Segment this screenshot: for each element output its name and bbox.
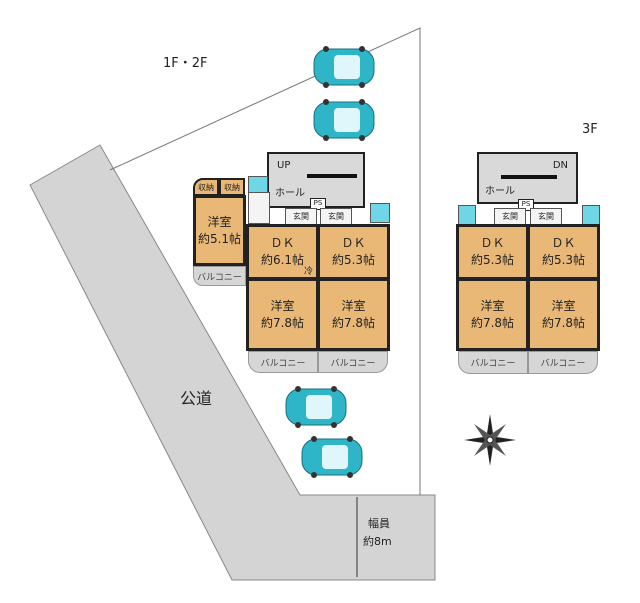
hall-label: ホール [275,188,305,199]
lot-boundary [109,27,421,495]
room-name: ＤＫ [341,236,366,250]
bathtub [582,205,600,225]
entrance-2: 玄関 [530,208,562,225]
stairs-up-label: UP [277,160,291,171]
room-size: 約5.3帖 [331,253,376,267]
room-name: ＤＫ [270,236,295,250]
room-size: 約5.3帖 [470,253,515,267]
balcony: バルコニー [248,351,318,373]
room-western-7-8: 洋室約7.8帖 [246,278,319,351]
room-name: 洋室 [551,298,576,313]
room-size: 約5.3帖 [541,253,586,267]
room-size: 約7.8帖 [331,315,376,330]
entrance-2: 玄関 [320,208,352,225]
hall-wall [307,174,357,178]
balcony: バルコニー [318,351,388,373]
car-icon [313,99,375,141]
room-western-7-8: 洋室約7.8帖 [527,278,600,351]
room-western-7-8: 洋室約7.8帖 [456,278,529,351]
room-western-5-1: 洋室約5.1帖 [193,195,246,266]
room-size: 約6.1帖 [260,253,305,267]
room-dk-5-3: ＤＫ 約5.3帖 [456,224,529,280]
room-name: 洋室 [341,298,366,313]
compass-rose-icon [464,414,516,466]
hall-wall [501,175,557,179]
balcony: バルコニー [458,351,528,374]
room-name: ＤＫ [480,236,505,250]
room-name: ＤＫ [551,236,576,250]
entrance-1: 玄関 [494,208,526,225]
hall-label: ホール [485,186,515,197]
room-size: 約5.1帖 [197,231,242,246]
balcony: バルコニー [528,351,598,374]
road-width-value: 約8m [363,535,392,548]
room-size: 約7.8帖 [470,315,515,330]
storage: 収納 [193,178,219,196]
storage: 収納 [219,178,245,196]
room-name: 洋室 [207,214,232,229]
room-western-7-8: 洋室約7.8帖 [317,278,390,351]
room-size: 約7.8帖 [541,315,586,330]
hall-3f: DN ホール [477,152,578,204]
road-label: 公道 [180,389,213,408]
public-road [29,144,436,581]
fridge-label: 冷 [304,267,314,277]
floor-3-label: 3F [582,122,598,137]
floor-1-2-label: 1F・2F [163,56,208,71]
room-dk-5-3: ＤＫ 約5.3帖 [527,224,600,280]
bathtub [370,203,390,223]
room-name: 洋室 [270,298,295,313]
stairs-down-label: DN [552,160,568,171]
washroom [248,192,270,224]
road-width-title: 幅員 [368,517,390,530]
bathtub [458,205,476,225]
entrance-1: 玄関 [285,208,317,225]
room-name: 洋室 [480,298,505,313]
car-icon [285,386,347,428]
car-icon [313,46,375,88]
room-dk-6-1: ＤＫ 約6.1帖 [246,224,319,280]
balcony: バルコニー [193,266,246,286]
room-dk-5-3: ＤＫ 約5.3帖 [317,224,390,280]
car-icon [301,436,363,478]
room-size: 約7.8帖 [260,315,305,330]
ps-label: PS [310,198,326,210]
